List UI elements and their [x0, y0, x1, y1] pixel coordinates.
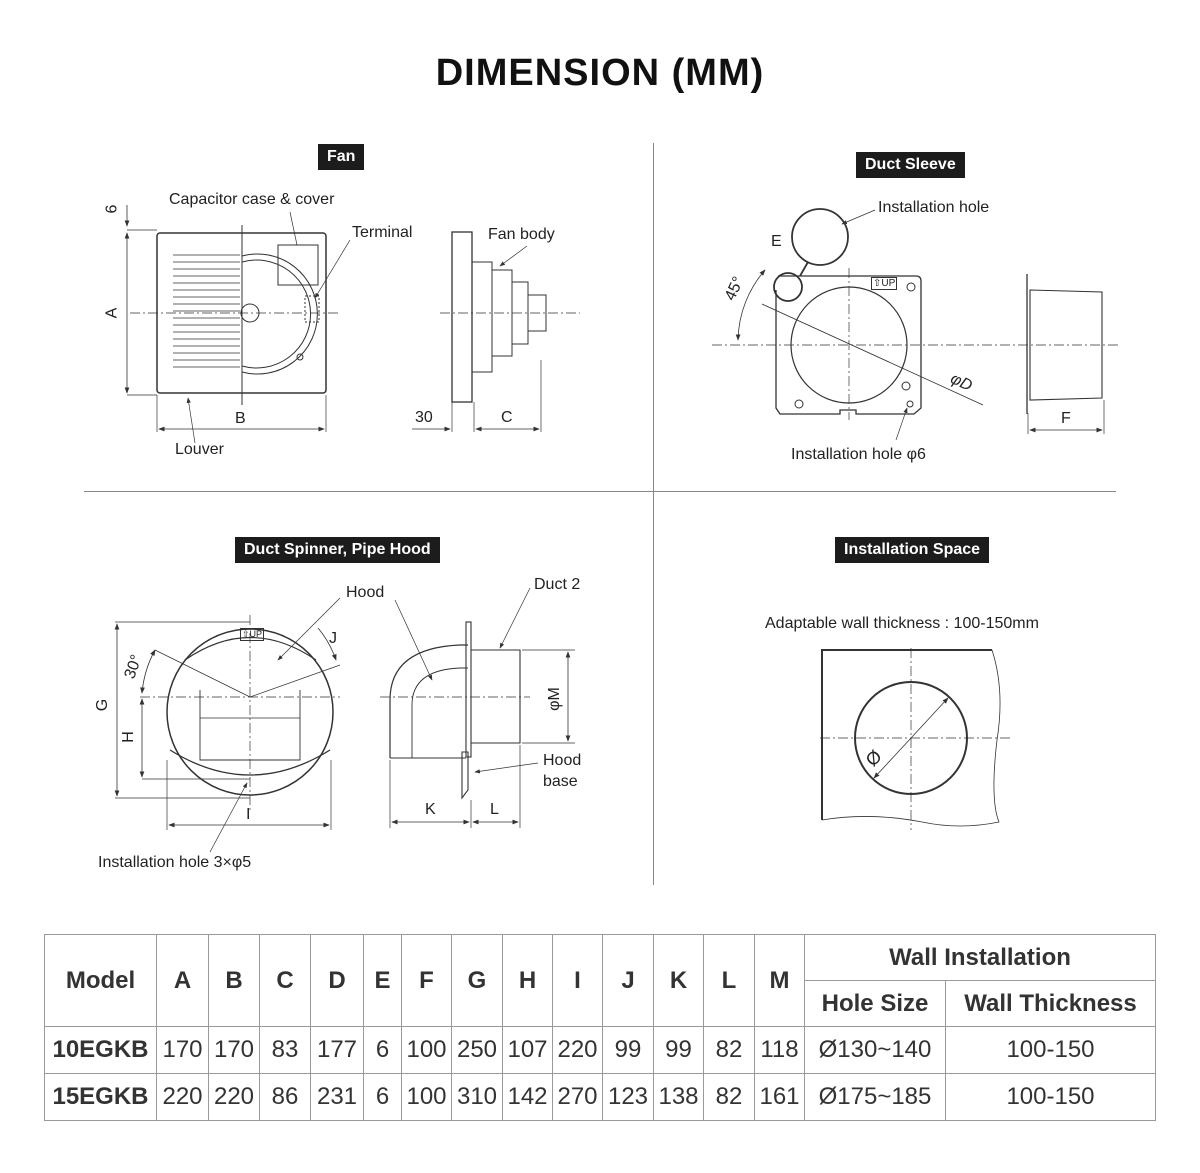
value-cell: 83: [259, 1026, 311, 1074]
value-cell: 170: [208, 1026, 260, 1074]
dim-b-label: B: [235, 410, 246, 427]
header-f: F: [401, 934, 452, 1027]
table-row: 10EGKB 170 170 83 177 6 100 250 107 220 …: [44, 1026, 1156, 1074]
up-mark-label: ⇧UP: [871, 277, 898, 290]
header-g: G: [451, 934, 503, 1027]
fan-body-label: Fan body: [488, 226, 555, 243]
header-a: A: [156, 934, 209, 1027]
capacitor-label: Capacitor case & cover: [169, 191, 335, 208]
dim-j-label: J: [329, 630, 337, 647]
value-cell: 6: [363, 1073, 402, 1121]
dim-f-label: F: [1061, 410, 1071, 427]
value-cell: 170: [156, 1026, 209, 1074]
duct-sleeve-front-view: [712, 208, 1118, 441]
dimension-table: Model A B C D E F G H I J K L M Wall Ins…: [44, 934, 1156, 1121]
value-cell: 82: [703, 1026, 755, 1074]
installation-space-view: [820, 648, 1012, 830]
header-h: H: [502, 934, 553, 1027]
value-cell: 100: [401, 1073, 452, 1121]
header-d: D: [310, 934, 364, 1027]
value-cell: 250: [451, 1026, 503, 1074]
fan-front-view: [124, 205, 351, 444]
header-m: M: [754, 934, 805, 1027]
louver-label: Louver: [175, 441, 224, 458]
value-cell: 82: [703, 1073, 755, 1121]
header-model: Model: [44, 934, 157, 1027]
value-cell: 177: [310, 1026, 364, 1074]
up-mark-spinner: ⇧UP: [240, 628, 265, 641]
header-b: B: [208, 934, 260, 1027]
horizontal-divider: [84, 491, 1116, 492]
header-e: E: [363, 934, 402, 1027]
duct-sleeve-section-badge: Duct Sleeve: [856, 152, 965, 178]
value-cell: 99: [653, 1026, 704, 1074]
dim-l-label: L: [490, 801, 499, 818]
duct-spinner-section-badge: Duct Spinner, Pipe Hood: [235, 537, 440, 563]
value-cell: 123: [602, 1073, 654, 1121]
install-hole-label: Installation hole: [878, 199, 990, 216]
header-c: C: [259, 934, 311, 1027]
header-wall-thickness: Wall Thickness: [945, 980, 1156, 1027]
value-cell: 99: [602, 1026, 654, 1074]
hole-size-cell: Ø130~140: [804, 1026, 946, 1074]
wall-thickness-note: Adaptable wall thickness : 100-150mm: [765, 615, 1039, 632]
value-cell: 220: [208, 1073, 260, 1121]
vertical-divider: [653, 143, 654, 885]
fan-section-badge: Fan: [318, 144, 365, 170]
dim-6-label: 6: [103, 204, 121, 214]
value-cell: 270: [552, 1073, 603, 1121]
install-hole-6-label: Installation hole φ6: [791, 446, 926, 463]
wall-thickness-cell: 100-150: [945, 1073, 1156, 1121]
duct-spinner-front-view: [114, 597, 341, 853]
hole-size-cell: Ø175~185: [804, 1073, 946, 1121]
dim-g-label: G: [94, 698, 112, 712]
header-l: L: [703, 934, 755, 1027]
dim-c-label: C: [501, 409, 513, 426]
value-cell: 118: [754, 1026, 805, 1074]
table-row: 15EGKB 220 220 86 231 6 100 310 142 270 …: [44, 1073, 1156, 1121]
value-cell: 6: [363, 1026, 402, 1074]
dim-k-label: K: [425, 801, 436, 818]
header-i: I: [552, 934, 603, 1027]
header-k: K: [653, 934, 704, 1027]
value-cell: 161: [754, 1073, 805, 1121]
dim-a-label: A: [103, 307, 121, 319]
header-wall-installation: Wall Installation: [804, 934, 1156, 981]
value-cell: 220: [552, 1026, 603, 1074]
value-cell: 231: [310, 1073, 364, 1121]
duct-sleeve-side-view: [1026, 274, 1105, 434]
dim-h-label: H: [119, 731, 137, 743]
value-cell: 86: [259, 1073, 311, 1121]
value-cell: 100: [401, 1026, 452, 1074]
model-cell: 10EGKB: [44, 1026, 157, 1074]
duct2-label: Duct 2: [534, 576, 581, 593]
dim-i-label: I: [246, 806, 251, 823]
hood-base-label-2: base: [543, 773, 578, 790]
terminal-label: Terminal: [352, 224, 413, 241]
dim-m-label: φM: [545, 687, 563, 711]
fan-side-view: [412, 231, 580, 432]
model-cell: 15EGKB: [44, 1073, 157, 1121]
value-cell: 138: [653, 1073, 704, 1121]
dim-30-label: 30: [415, 409, 433, 426]
pipe-hood-side-view: [380, 587, 575, 828]
install-space-section-badge: Installation Space: [835, 537, 990, 563]
install-hole-3-label: Installation hole 3×φ5: [98, 854, 252, 871]
value-cell: 310: [451, 1073, 503, 1121]
header-j: J: [602, 934, 654, 1027]
technical-drawings: [114, 205, 1118, 853]
wall-thickness-cell: 100-150: [945, 1026, 1156, 1074]
dim-e-label: E: [771, 233, 782, 250]
page-title: DIMENSION (MM): [435, 52, 765, 94]
hood-label: Hood: [346, 584, 385, 601]
hood-base-label-1: Hood: [543, 752, 582, 769]
header-hole-size: Hole Size: [804, 980, 946, 1027]
value-cell: 107: [502, 1026, 553, 1074]
value-cell: 142: [502, 1073, 553, 1121]
value-cell: 220: [156, 1073, 209, 1121]
